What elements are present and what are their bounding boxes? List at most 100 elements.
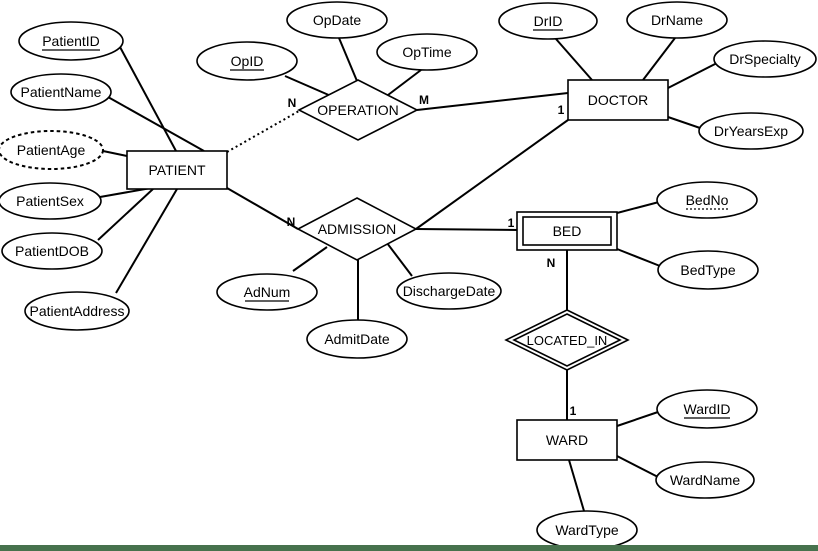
attribute-patientsex: PatientSex <box>0 182 102 220</box>
edge-patient-operation <box>226 110 300 153</box>
attribute-bedno-partial-key: BedNo <box>656 181 758 219</box>
drspecialty-label: DrSpecialty <box>729 51 801 67</box>
bedno-ellipse <box>656 181 758 219</box>
cardinality-labels: N M N 1 1 N 1 <box>287 93 577 418</box>
edge-patientname-patient <box>107 96 205 152</box>
bottom-edge-strip <box>0 545 818 551</box>
bedtype-ellipse <box>657 250 759 290</box>
adnum-label: AdNum <box>244 284 291 300</box>
edge-wardtype-ward <box>568 459 585 512</box>
relationship-operation: OPERATION <box>297 79 419 141</box>
opid-label: OpID <box>231 53 264 69</box>
operation-label: OPERATION <box>317 102 398 118</box>
dryearsexp-ellipse <box>698 112 804 150</box>
patientdob-ellipse <box>1 232 103 270</box>
attribute-opdate: OpDate <box>286 1 388 39</box>
edge-wardid-ward <box>616 411 659 427</box>
entity-ward: WARD <box>516 419 618 461</box>
edge-patient-admission <box>226 187 299 230</box>
edge-bedtype-bed <box>616 248 661 267</box>
dryearsexp-label: DrYearsExp <box>714 123 788 139</box>
drname-ellipse <box>626 1 728 39</box>
adnum-ellipse <box>216 273 318 311</box>
attribute-patientage-derived: PatientAge <box>0 130 104 170</box>
wardname-label: WardName <box>670 472 740 488</box>
admission-label: ADMISSION <box>318 221 397 237</box>
edge-drid-doctor <box>555 38 593 81</box>
entity-doctor: DOCTOR <box>567 79 669 121</box>
opdate-ellipse <box>286 1 388 39</box>
bedno-label: BedNo <box>686 192 729 208</box>
drid-ellipse <box>498 2 598 40</box>
cardinality-admission-bed: 1 <box>508 216 515 230</box>
drspecialty-ellipse <box>713 40 817 78</box>
entity-patient: PATIENT <box>126 150 228 190</box>
bed-inner-rect <box>522 216 612 246</box>
edge-drspecialty-doctor <box>667 62 718 89</box>
attribute-wardname: WardName <box>655 461 755 499</box>
ward-label: WARD <box>546 432 588 448</box>
bedtype-label: BedType <box>680 262 735 278</box>
attribute-dryearsexp: DrYearsExp <box>698 112 804 150</box>
edge-patientage-patient <box>102 150 128 157</box>
dischargedate-ellipse <box>396 272 502 310</box>
attribute-dischargedate: DischargeDate <box>396 272 502 310</box>
relationship-admission: ADMISSION <box>296 197 418 261</box>
attribute-patientname: PatientName <box>10 73 112 111</box>
admitdate-ellipse <box>306 319 408 359</box>
ward-rect <box>516 419 618 461</box>
dischargedate-label: DischargeDate <box>403 283 496 299</box>
patient-rect <box>126 150 228 190</box>
opdate-label: OpDate <box>313 12 361 28</box>
attribute-patientdob: PatientDOB <box>1 232 103 270</box>
cardinality-admission-patient: N <box>287 215 296 229</box>
edge-opid-operation <box>284 75 332 97</box>
locatedin-inner-diamond <box>512 313 622 367</box>
patientsex-label: PatientSex <box>16 193 84 209</box>
optime-ellipse <box>376 33 478 71</box>
attribute-bedtype: BedType <box>657 250 759 290</box>
doctor-rect <box>567 79 669 121</box>
optime-label: OpTime <box>402 44 451 60</box>
attribute-drname: DrName <box>626 1 728 39</box>
edge-patientid-patient <box>119 46 177 152</box>
patientid-label: PatientID <box>42 33 100 49</box>
edge-bedno-bed <box>616 201 660 214</box>
edge-operation-doctor <box>416 92 569 111</box>
attribute-adnum: AdNum <box>216 273 318 311</box>
edge-dryearsexp-doctor <box>667 116 701 129</box>
edge-patientaddress-patient <box>115 188 178 294</box>
edge-optime-operation <box>387 69 422 96</box>
opid-ellipse <box>196 41 298 81</box>
attribute-drid: DrID <box>498 2 598 40</box>
admission-diamond <box>296 197 418 261</box>
patientdob-label: PatientDOB <box>15 243 89 259</box>
wardid-label: WardID <box>684 401 731 417</box>
edge-adnum-admission <box>292 246 328 272</box>
edge-dischargedate-admission <box>386 242 413 277</box>
wardid-ellipse <box>656 389 758 429</box>
patientage-ellipse <box>0 130 104 170</box>
edges <box>97 37 718 512</box>
locatedin-label: LOCATED_IN <box>527 333 608 348</box>
cardinality-admission-doctor: 1 <box>558 103 565 117</box>
attribute-patientaddress: PatientAddress <box>24 291 130 331</box>
attribute-wardtype: WardType <box>536 510 638 550</box>
drid-label: DrID <box>534 13 563 29</box>
bed-label: BED <box>553 223 582 239</box>
attribute-optime: OpTime <box>376 33 478 71</box>
patientaddress-label: PatientAddress <box>30 303 125 319</box>
cardinality-locatedin-ward: 1 <box>570 404 577 418</box>
cardinality-locatedin-bed: N <box>547 256 556 270</box>
attribute-opid: OpID <box>196 41 298 81</box>
attribute-wardid: WardID <box>656 389 758 429</box>
attribute-patientid: PatientID <box>18 21 124 61</box>
cardinality-operation-doctor: M <box>419 93 429 107</box>
wardname-ellipse <box>655 461 755 499</box>
patientage-label: PatientAge <box>17 142 86 158</box>
edge-opdate-operation <box>338 37 358 82</box>
edge-admission-doctor <box>415 119 569 230</box>
entity-bed-weak: BED <box>516 211 618 251</box>
edge-drname-doctor <box>642 37 676 81</box>
